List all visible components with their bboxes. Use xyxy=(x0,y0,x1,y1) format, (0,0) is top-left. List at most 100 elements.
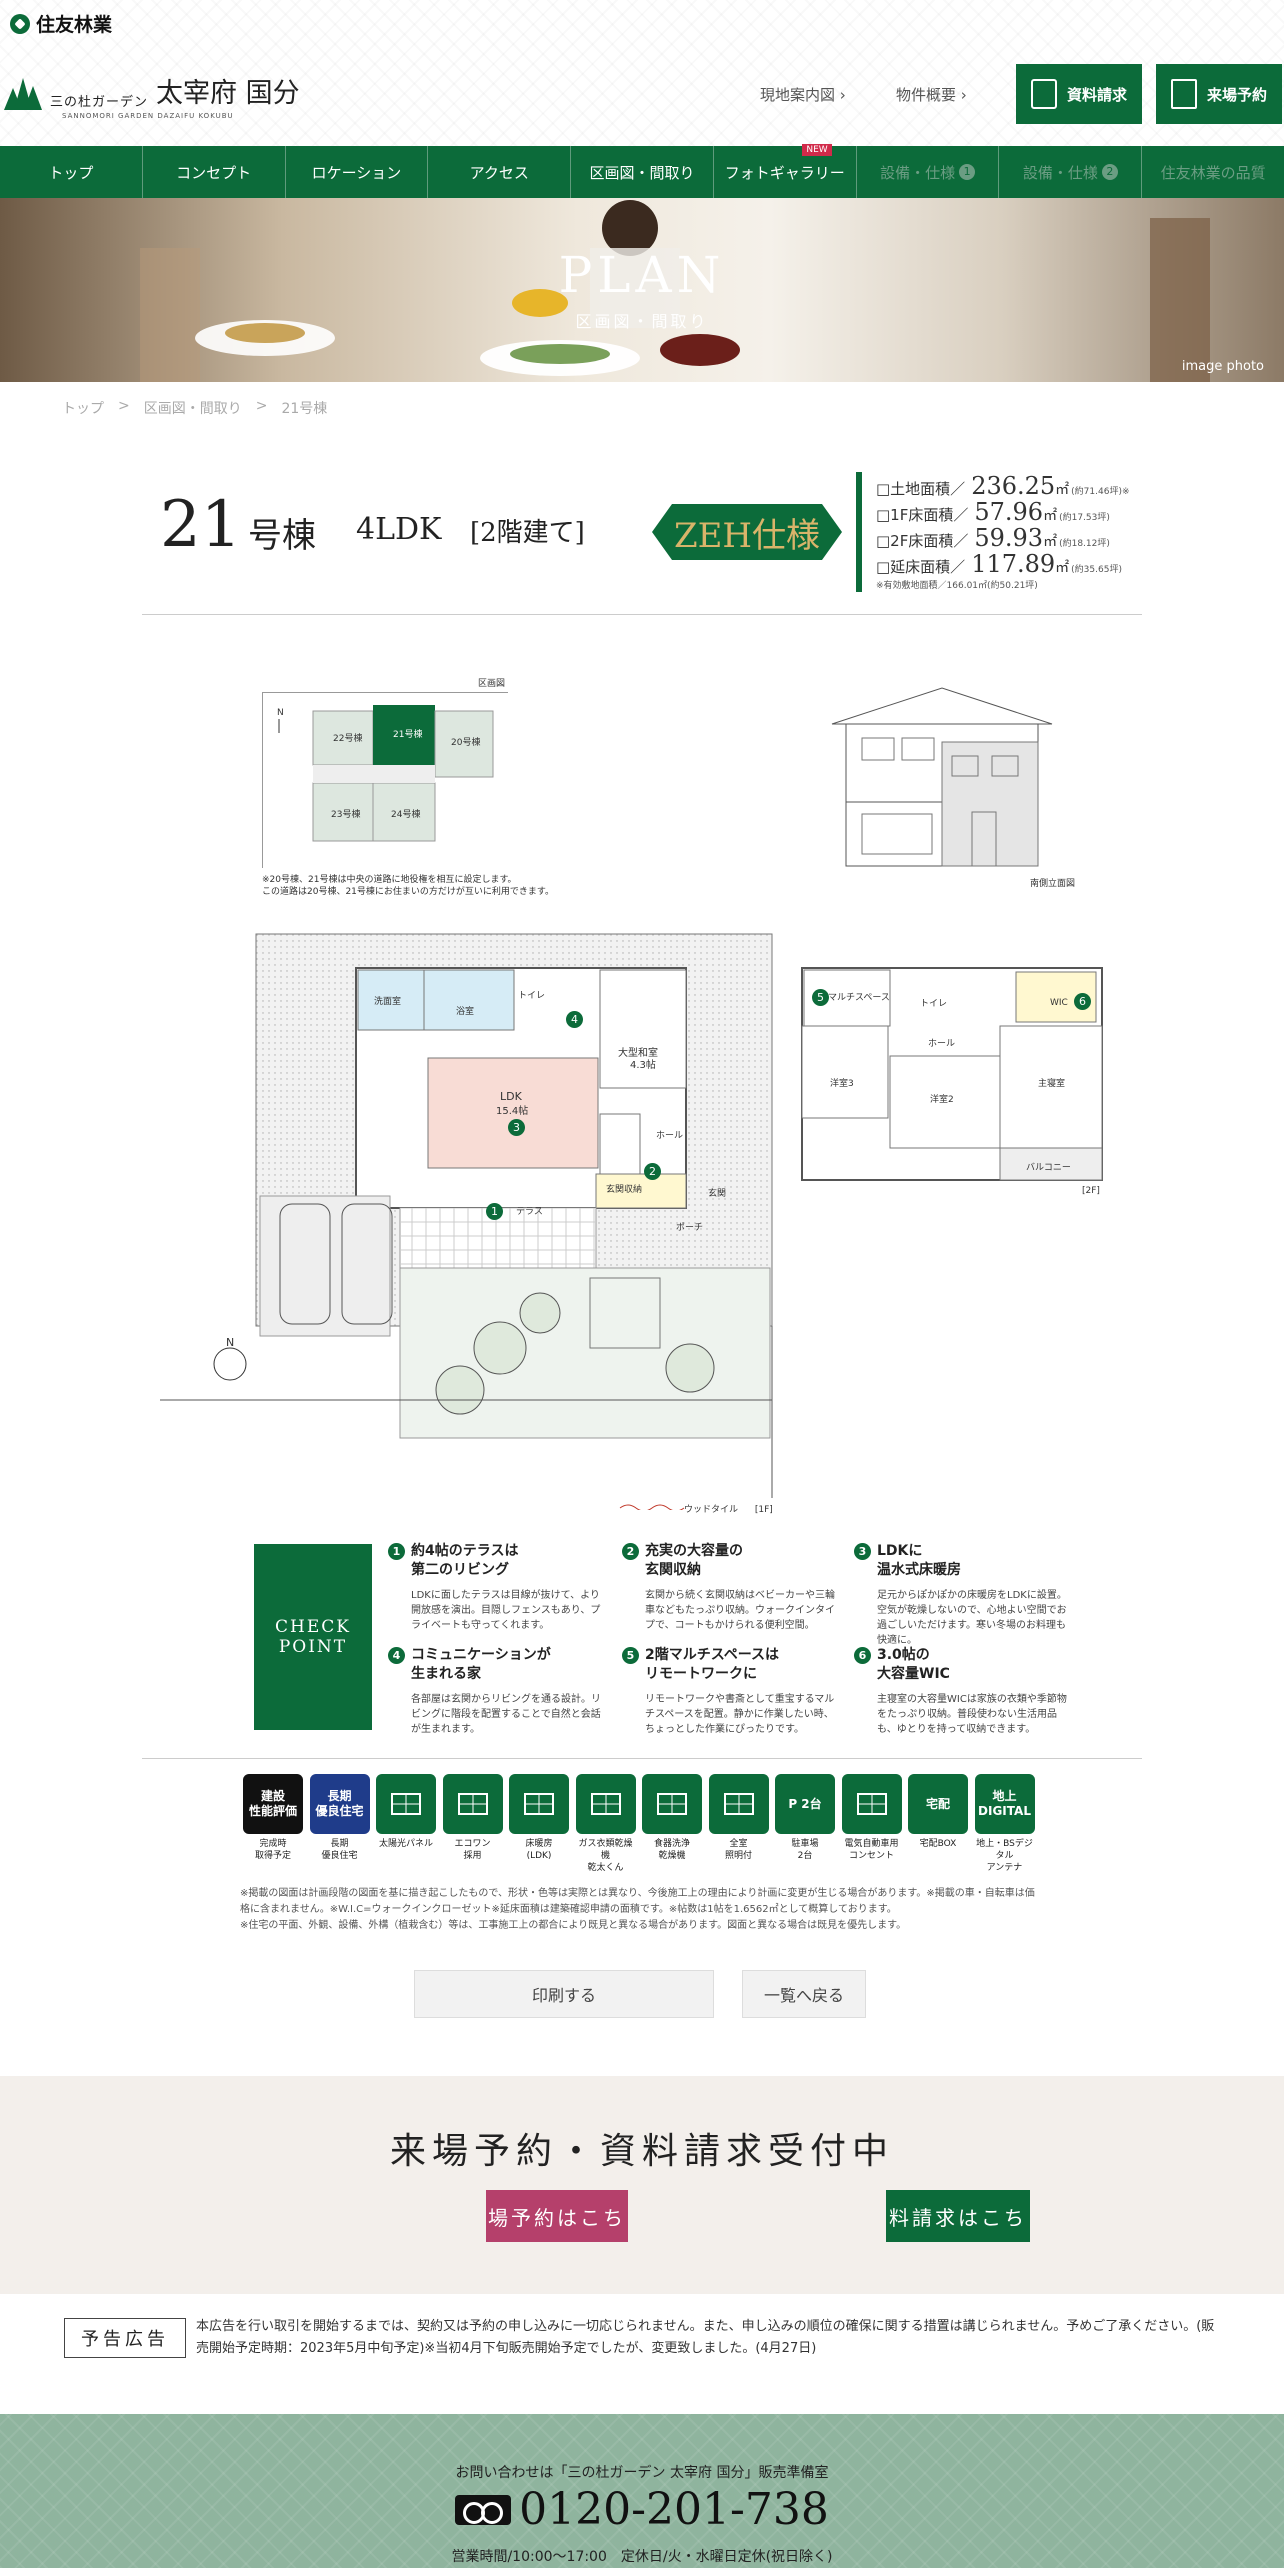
feature-item: P 2台駐車場 2台 xyxy=(774,1774,836,1862)
notice-text: 本広告を行い取引を開始するまでは、契約又は予約の申し込みに一切応じられません。ま… xyxy=(196,2319,1215,2356)
request-button[interactable]: 資料請求 xyxy=(1016,64,1142,124)
divider xyxy=(142,614,1142,615)
print-button[interactable]: 印刷する xyxy=(414,1970,714,2018)
feature-item: 太陽光パネル xyxy=(375,1774,437,1850)
checkpoint-body: 各部屋は玄関からリビングを通る設計。リビングに階段を配置することで自然と会話が生… xyxy=(411,1694,601,1735)
floor-label: [2F] xyxy=(1082,1186,1100,1196)
freedial-icon xyxy=(455,2494,512,2525)
breadcrumb-sep: > xyxy=(255,398,268,414)
marker-1: 1 xyxy=(486,1203,503,1220)
footer-hours: 営業時間/10:00〜17:00 定休日/火・水曜日定休(祝日除く) xyxy=(451,2549,833,2565)
marker-2: 2 xyxy=(644,1163,661,1180)
feature-label: 床暖房 (LDK) xyxy=(525,1839,553,1861)
feature-label: ガス衣類乾燥機 乾太くん xyxy=(578,1839,633,1873)
room-label: WIC xyxy=(1050,998,1068,1008)
checkpoint-title: 3.0帖の xyxy=(877,1647,930,1663)
feature-badge: P 2台 xyxy=(775,1774,835,1834)
reserve-title: 来場予約・資料請求受付中 xyxy=(389,2131,894,2172)
checkpoint-number: 6 xyxy=(854,1647,871,1664)
elevation-drawing xyxy=(822,682,1062,872)
checkpoint-body: 玄関から続く玄関収納はベビーカーや三輪車などもたっぷり収納。ウォークインタイプで… xyxy=(645,1590,835,1631)
checkpoint-title: リモートワークに xyxy=(645,1666,757,1682)
lot-label: 20号棟 xyxy=(451,738,481,748)
room-label-ldk: LDK xyxy=(500,1090,522,1103)
nav-item-0[interactable]: トップ xyxy=(0,146,143,198)
breadcrumb-plan[interactable]: 区画図・間取り xyxy=(143,401,242,417)
checkpoint-title: 第二のリビング xyxy=(411,1562,509,1578)
room-size: 15.4帖 xyxy=(496,1106,529,1117)
feature-item: エコワン 採用 xyxy=(442,1774,504,1862)
nav-item-4[interactable]: 区画図・間取り xyxy=(571,146,714,198)
document-icon xyxy=(1030,79,1057,109)
logo-main: 太宰府 国分 xyxy=(156,78,300,109)
area-note: ※有効敷地面積／166.01㎡(約50.21坪) xyxy=(876,581,1038,591)
lot-label: 22号棟 xyxy=(333,734,363,744)
feature-item: 全室 照明付 xyxy=(708,1774,770,1862)
corp-logo[interactable]: 住友林業 xyxy=(10,10,112,37)
visit-button[interactable]: 来場予約 xyxy=(1156,64,1282,124)
breadcrumb-sep: > xyxy=(118,398,130,414)
feature-badge: 長期 優良住宅 xyxy=(309,1774,370,1834)
breadcrumb: トップ > 区画図・間取り > 21号棟 xyxy=(62,398,327,418)
room-label: 大型和室 xyxy=(618,1048,658,1059)
reserve-visit-button[interactable]: 場予約はこち xyxy=(486,2190,628,2242)
nav-item-2[interactable]: ロケーション xyxy=(286,146,429,198)
feature-label: エコワン 採用 xyxy=(454,1839,491,1861)
room-label: テラス xyxy=(516,1207,543,1217)
breadcrumb-top[interactable]: トップ xyxy=(62,401,104,417)
layout-type: 4LDK xyxy=(356,512,442,547)
feature-badge: 宅配 xyxy=(908,1774,968,1834)
checkpoint-body: LDKに面したテラスは目線が抜けて、より開放感を演出。目隠しフェンスもあり、プラ… xyxy=(411,1590,601,1631)
footer-tel[interactable]: 0120-201-738 xyxy=(0,2484,1284,2535)
lot-label: 23号棟 xyxy=(331,810,361,820)
reserve-request-button[interactable]: 料請求はこち xyxy=(886,2190,1030,2242)
back-to-list-button[interactable]: 一覧へ戻る xyxy=(742,1970,866,2018)
room-label: 浴室 xyxy=(456,1007,475,1017)
feature-item: 建設 性能評価完成時 取得予定 xyxy=(242,1774,304,1862)
checkpoint-body: リモートワークや書斎として重宝するマルチスペースを配置。静かに作業したい時、ちょ… xyxy=(645,1694,835,1735)
feature-label: 地上・BSデジタル アンテナ xyxy=(976,1839,1033,1873)
feature-item: ガス衣類乾燥機 乾太くん xyxy=(575,1774,637,1874)
hero-caption: image photo xyxy=(1181,359,1264,374)
lot-label: 24号棟 xyxy=(391,810,421,820)
site-logo[interactable]: 三の杜ガーデン 太宰府 国分 xyxy=(4,70,300,110)
link-overview[interactable]: 物件概要 › xyxy=(896,86,967,104)
trees-icon xyxy=(4,70,42,110)
breadcrumb-current: 21号棟 xyxy=(281,401,328,417)
dishwasher-icon xyxy=(642,1774,702,1834)
floor-heating-icon xyxy=(509,1774,569,1834)
nav-item-3[interactable]: アクセス xyxy=(428,146,572,198)
checkpoint-title: 大容量WIC xyxy=(877,1666,950,1682)
svg-text:N: N xyxy=(226,1336,234,1349)
room-label: ホール xyxy=(656,1131,684,1141)
floor-count: [2階建て] xyxy=(470,518,585,548)
light-icon xyxy=(708,1774,769,1834)
room-size: 4.3帖 xyxy=(630,1060,656,1071)
logo-en: SANNOMORI GARDEN DAZAIFU KOKUBU xyxy=(62,112,234,120)
site-footer: お問い合わせは「三の杜ガーデン 太宰府 国分」販売準備室 0120-201-73… xyxy=(0,2414,1284,2568)
legend-woodtile: ウッドタイル [1F] xyxy=(684,1505,773,1515)
checkpoint-number: 2 xyxy=(622,1543,639,1560)
checkpoint-label: CHECK POINT xyxy=(254,1544,372,1730)
lot-label-current: 21号棟 xyxy=(393,730,423,740)
checkpoint-number: 4 xyxy=(388,1647,405,1664)
site-header: 住友林業 三の杜ガーデン 太宰府 国分 SANNOMORI GARDEN DAZ… xyxy=(0,0,1284,146)
link-map[interactable]: 現地案内図 › xyxy=(760,86,846,104)
nav-item-1[interactable]: コンセプト xyxy=(143,146,286,198)
checkpoint-body: 主寝室の大容量WICは家族の衣類や季節物をたっぷり収納。普段使わない生活用品も、… xyxy=(877,1694,1067,1735)
nav-item-8[interactable]: 住友林業の品質 xyxy=(1160,163,1266,182)
lot-suffix: 号棟 xyxy=(248,516,316,556)
solar-panel-icon xyxy=(376,1774,436,1834)
marker-5: 5 xyxy=(812,989,829,1006)
checkpoint-number: 5 xyxy=(622,1647,639,1664)
feature-item: 食器洗浄 乾燥機 xyxy=(641,1774,703,1862)
feature-label: 電気自動車用 コンセント xyxy=(844,1839,899,1861)
